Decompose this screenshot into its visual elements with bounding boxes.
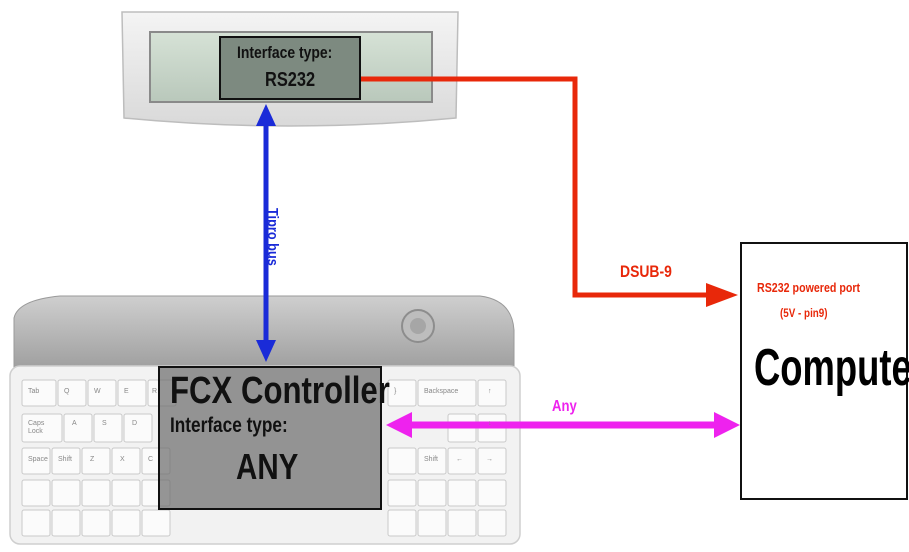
key-r: R	[152, 388, 157, 395]
key-down: ↓	[488, 420, 492, 427]
any-link-label: Any	[552, 398, 577, 416]
fcx-interface-label: Interface type:	[170, 414, 288, 438]
tipro-bus-label: Tipro bus	[264, 208, 281, 266]
key-e: E	[124, 388, 129, 395]
display-interface-panel: Interface type: RS232	[219, 36, 361, 100]
key-c: C	[148, 456, 153, 463]
key-up: ↑	[488, 388, 492, 395]
rs232-port-label: RS232 powered port	[757, 280, 860, 295]
key-brace: }	[394, 388, 396, 395]
key-left: ←	[456, 456, 463, 463]
display-interface-label: Interface type:	[237, 43, 332, 63]
key-shift-right: Shift	[424, 456, 438, 463]
key-tab: Tab	[28, 388, 39, 395]
key-right: →	[486, 456, 493, 463]
computer-title: Computer	[754, 338, 909, 398]
key-backspace: Backspace	[424, 388, 458, 395]
key-w: W	[94, 388, 101, 395]
fcx-controller-panel: FCX Controller Interface type: ANY	[158, 366, 382, 510]
dsub9-label: DSUB-9	[620, 262, 672, 282]
key-s: S	[102, 420, 107, 427]
display-interface-value: RS232	[265, 69, 315, 92]
key-space: Space	[28, 456, 48, 463]
key-caps-lock: Caps Lock	[28, 420, 54, 436]
key-z: Z	[90, 456, 94, 463]
key-d: D	[132, 420, 137, 427]
key-x: X	[120, 456, 125, 463]
key-a: A	[72, 420, 77, 427]
computer-panel: RS232 powered port (5V - pin9) Computer	[740, 242, 908, 500]
key-shift-left: Shift	[58, 456, 72, 463]
fcx-interface-value: ANY	[236, 446, 298, 488]
rs232-port-pin: (5V - pin9)	[780, 306, 828, 320]
fcx-controller-title: FCX Controller	[170, 370, 390, 413]
key-q: Q	[64, 388, 69, 395]
